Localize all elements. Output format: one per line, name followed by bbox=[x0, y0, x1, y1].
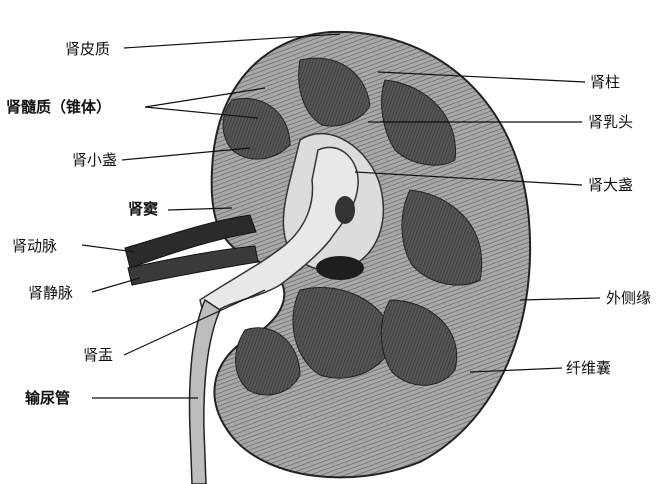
label-lateral-border: 外侧缘 bbox=[606, 289, 651, 307]
label-renal-medulla: 肾髓质（锥体） bbox=[6, 98, 111, 116]
calyx-opening bbox=[316, 256, 364, 280]
fibrous-capsule-shape bbox=[212, 32, 530, 478]
label-ureter: 输尿管 bbox=[25, 389, 70, 407]
label-renal-column: 肾柱 bbox=[590, 73, 620, 91]
label-renal-pelvis: 肾盂 bbox=[83, 346, 113, 364]
label-major-calyx: 肾大盏 bbox=[588, 176, 633, 194]
label-renal-cortex: 肾皮质 bbox=[65, 40, 110, 58]
label-minor-calyx: 肾小盏 bbox=[72, 151, 117, 169]
label-renal-artery: 肾动脉 bbox=[12, 237, 57, 255]
label-fibrous-capsule: 纤维囊 bbox=[566, 359, 611, 377]
calyx-opening bbox=[335, 196, 355, 224]
label-renal-papilla: 肾乳头 bbox=[588, 113, 633, 131]
leader-lateral-border bbox=[520, 298, 600, 300]
label-renal-vein: 肾静脉 bbox=[28, 284, 73, 302]
label-renal-sinus: 肾窦 bbox=[128, 200, 158, 218]
